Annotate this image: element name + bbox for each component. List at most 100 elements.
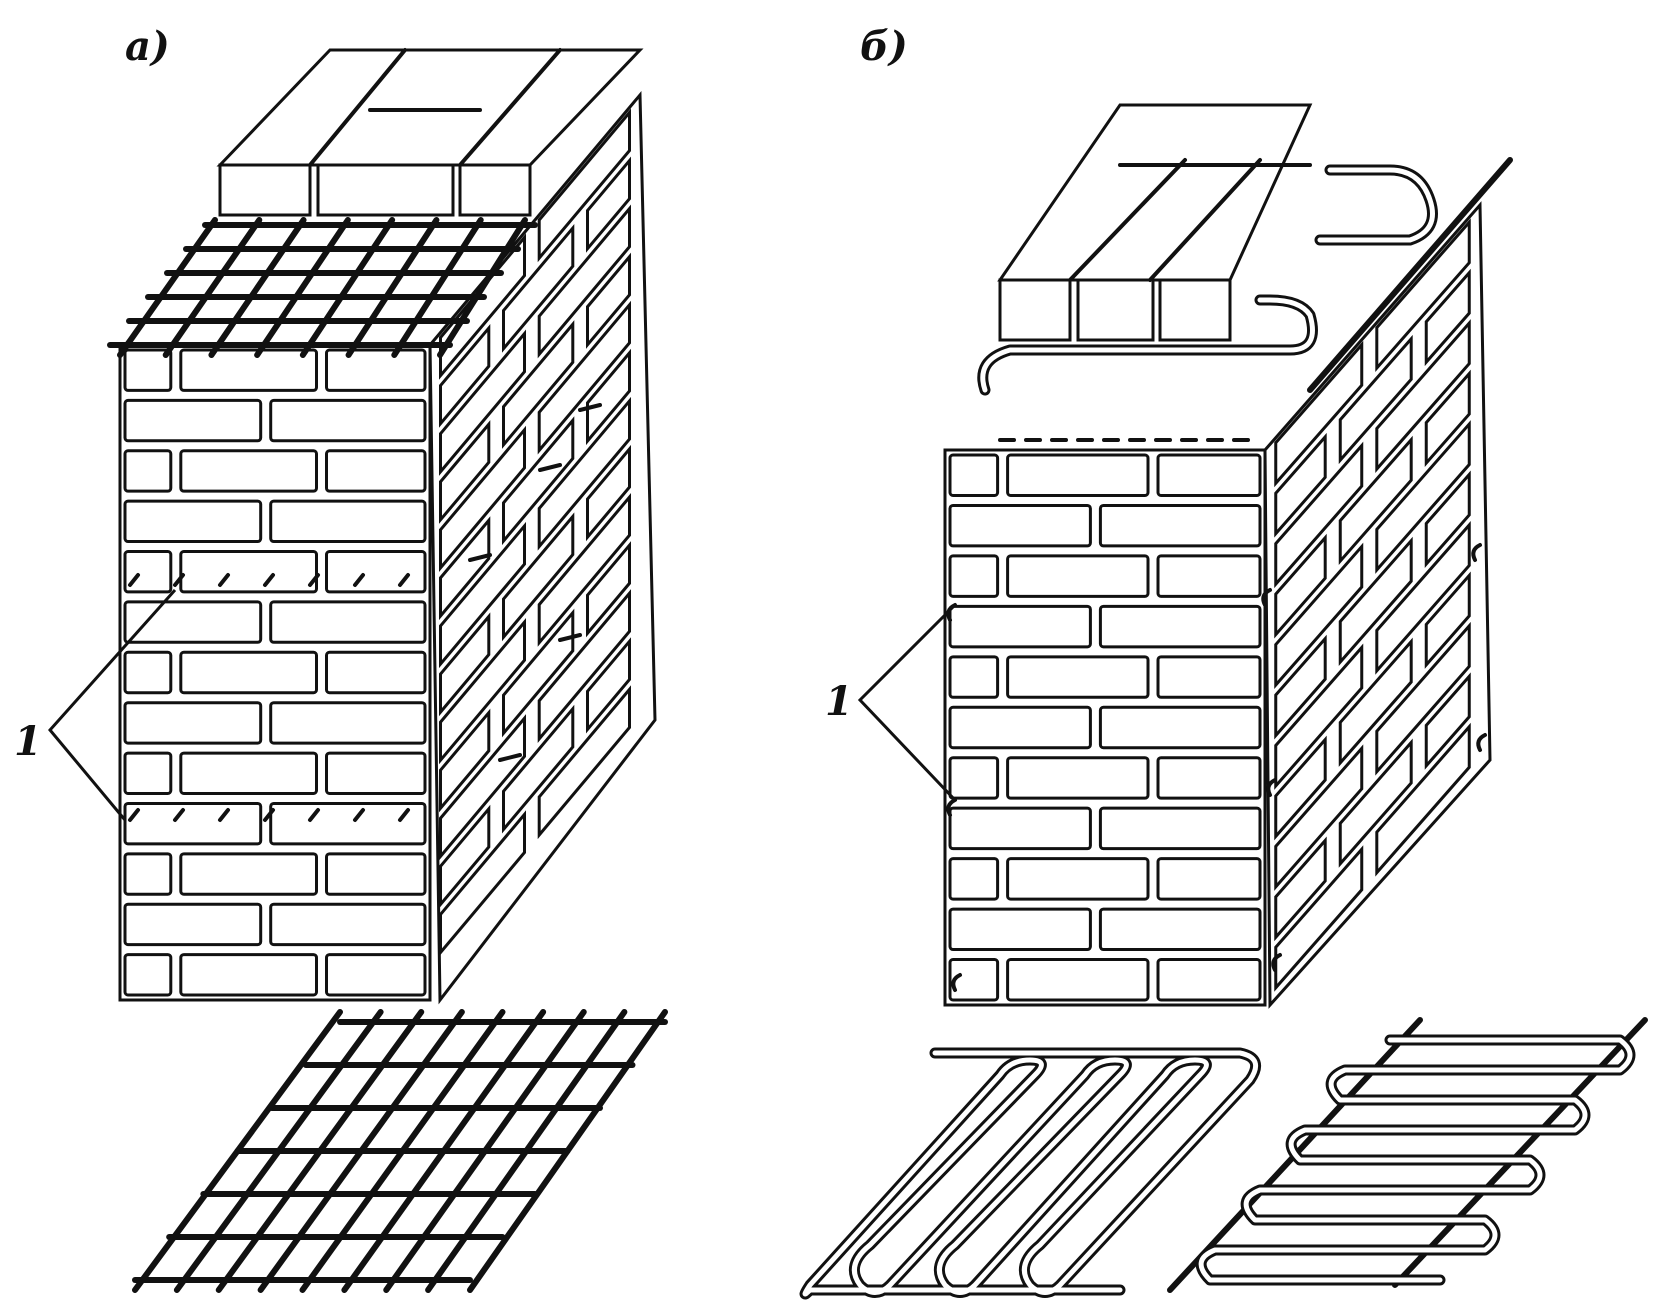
bar-end — [1271, 953, 1282, 972]
front-brick — [325, 550, 427, 594]
panel-b-zigzag-mesh-left — [799, 1047, 1262, 1300]
panel-b-top-brick — [998, 278, 1072, 342]
side-brick — [1375, 621, 1471, 776]
panel-a-callout-label: 1 — [14, 718, 42, 765]
front-brick — [1006, 554, 1150, 598]
panel-a-top-mesh — [107, 217, 538, 358]
front-brick — [269, 902, 427, 947]
side-brick — [439, 329, 526, 476]
side-brick — [1375, 319, 1471, 473]
side-brick — [1274, 441, 1364, 589]
front-brick — [123, 751, 173, 795]
front-brick — [179, 751, 318, 795]
side-brick — [537, 589, 631, 743]
mesh-bar — [299, 217, 396, 358]
mesh-bar — [117, 217, 218, 358]
front-brick — [325, 650, 427, 695]
front-brick — [325, 953, 427, 997]
front-brick — [1156, 554, 1262, 598]
front-brick — [123, 499, 263, 544]
front-brick — [1006, 857, 1150, 901]
side-brick — [537, 492, 631, 647]
front-brick — [948, 453, 1000, 497]
bar-end — [1476, 733, 1487, 752]
front-brick — [325, 449, 427, 493]
front-brick — [948, 756, 1000, 800]
side-brick — [586, 252, 631, 349]
panel-b-side-brick-rows — [1274, 218, 1471, 992]
bar-end — [946, 798, 957, 817]
bar-end — [128, 808, 140, 822]
front-brick — [948, 554, 1000, 598]
front-brick — [179, 953, 318, 997]
mesh-bar — [257, 1009, 465, 1293]
panel-a-brick-column — [107, 48, 657, 1005]
bar-end — [263, 808, 275, 822]
side-brick — [439, 323, 491, 428]
front-brick — [1098, 705, 1262, 750]
front-brick — [1006, 958, 1150, 1002]
mesh-bar — [162, 217, 263, 358]
front-brick — [948, 604, 1092, 649]
bar-end — [951, 973, 962, 992]
panel-b-zigzag-mesh-right — [1167, 1017, 1648, 1293]
side-brick — [1375, 722, 1471, 877]
front-brick — [1098, 503, 1262, 548]
side-brick — [1274, 735, 1327, 841]
front-brick — [948, 907, 1092, 952]
side-brick — [1424, 268, 1471, 367]
bar-end — [538, 463, 562, 472]
panel-a-top-brick — [458, 163, 532, 217]
bar-end — [353, 808, 365, 822]
bar-end — [128, 573, 140, 587]
panel-a-welded-mesh — [132, 1009, 668, 1293]
bar-end — [308, 573, 320, 587]
bar-end — [1471, 543, 1482, 562]
front-brick — [123, 953, 173, 997]
front-brick — [1156, 756, 1262, 800]
side-brick — [1274, 340, 1364, 488]
mesh-bar — [299, 1009, 506, 1293]
side-brick — [537, 204, 631, 359]
mesh-bar — [425, 1009, 628, 1293]
side-brick — [1274, 845, 1364, 992]
panel-b-top-brick — [1076, 278, 1155, 342]
side-brick — [1375, 520, 1471, 675]
panel-b-callout-label: 1 — [825, 678, 853, 725]
panel-b-callout-leader — [857, 603, 957, 802]
front-brick — [948, 958, 1000, 1002]
mesh-bar — [215, 1009, 425, 1293]
side-brick — [502, 512, 575, 642]
mesh-bar — [383, 1009, 587, 1293]
side-brick — [1338, 334, 1413, 465]
front-brick — [1006, 756, 1150, 800]
front-brick — [1098, 907, 1262, 952]
side-brick — [537, 396, 631, 551]
side-brick — [1274, 533, 1327, 639]
side-brick — [439, 714, 526, 861]
front-brick — [325, 348, 427, 392]
panel-b-front-brick-rows — [948, 453, 1262, 1002]
front-brick — [948, 503, 1092, 548]
side-brick — [502, 704, 575, 834]
front-brick — [269, 701, 427, 745]
front-brick — [123, 550, 173, 594]
panel-b-top-brick — [1158, 278, 1232, 342]
front-brick — [123, 801, 263, 846]
front-brick — [179, 650, 318, 695]
side-brick — [439, 708, 491, 813]
side-brick — [1274, 432, 1327, 538]
side-brick — [502, 416, 575, 546]
side-brick — [1424, 369, 1471, 468]
bar-end — [353, 573, 365, 587]
front-brick — [1098, 604, 1262, 649]
front-brick — [123, 650, 173, 695]
front-brick — [179, 550, 318, 594]
front-brick — [1156, 655, 1262, 699]
side-brick — [1424, 470, 1471, 568]
side-brick — [586, 541, 631, 638]
panel-a-mesh-ends-in-joints — [128, 403, 602, 822]
side-brick — [1274, 542, 1364, 690]
side-brick — [586, 637, 631, 734]
